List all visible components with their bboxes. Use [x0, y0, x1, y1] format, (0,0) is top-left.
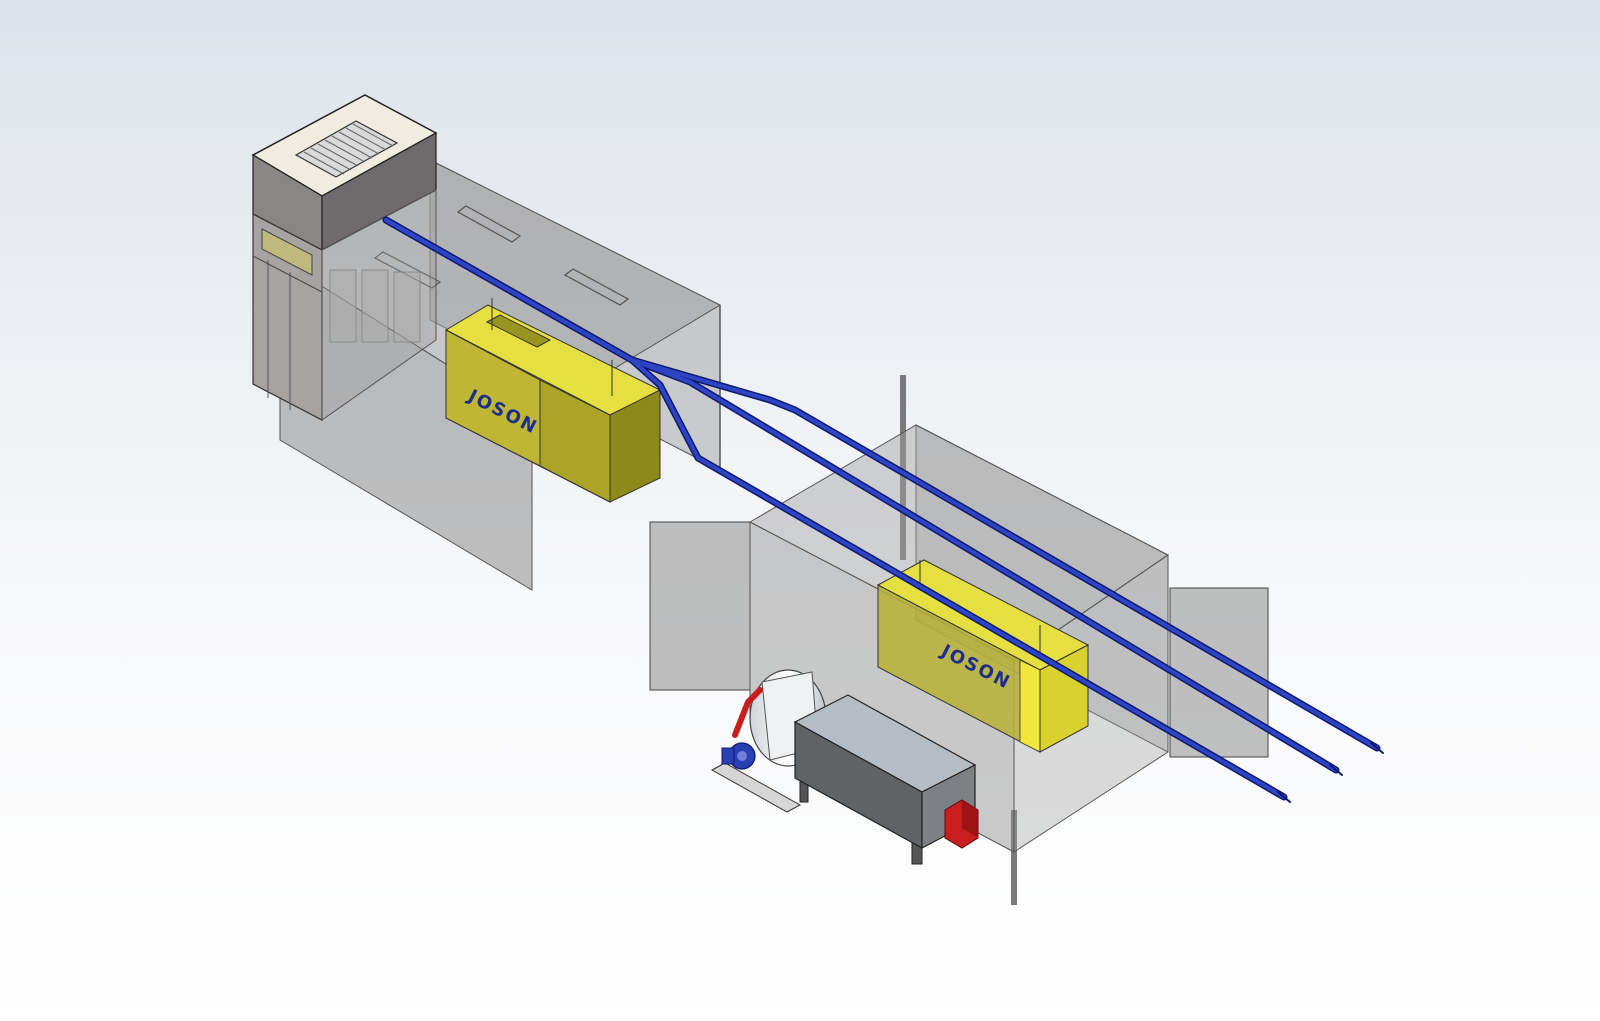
heater-burner-icon [710, 669, 979, 865]
powder-recovery-unit-icon [251, 94, 438, 421]
circulation-fan-icon [721, 742, 756, 770]
booth-item-box-icon: JOSON [444, 298, 662, 503]
overhead-conveyor-icon [382, 216, 1384, 803]
oven-item-box-icon: JOSON [876, 559, 1090, 753]
